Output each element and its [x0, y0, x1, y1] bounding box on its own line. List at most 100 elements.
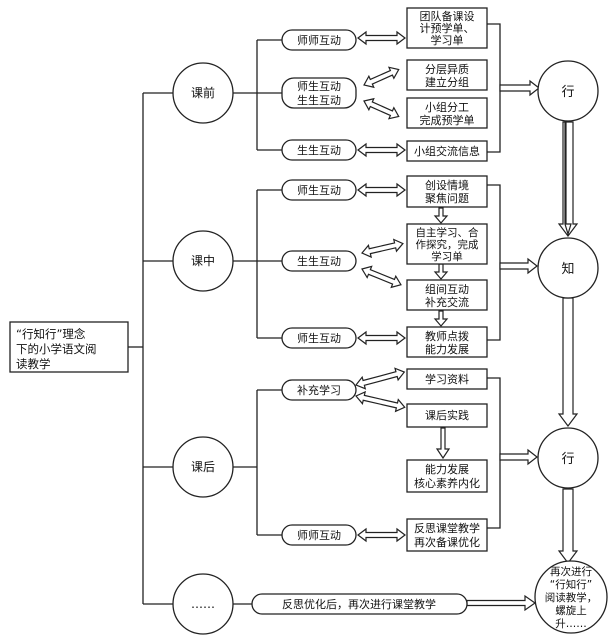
task-before-3 [406, 97, 488, 129]
task-after-3-line1: 能力发展 [425, 462, 469, 476]
task-during-2-line1: 自主学习、合 [416, 226, 479, 239]
task-during-4 [406, 326, 488, 358]
task-before-1-line3: 学习单 [431, 33, 464, 47]
arrow-double-diag [363, 97, 400, 120]
task-before-1 [406, 7, 488, 49]
phase-etc-label: …… [191, 597, 215, 611]
pill-before-teacher-teacher [281, 29, 357, 51]
pill-after-supplement-label: 补充学习 [297, 383, 341, 397]
arrow-right [499, 448, 538, 466]
task-before-4 [406, 140, 488, 162]
task-during-2 [406, 223, 488, 265]
phase-after: 课后 [172, 436, 234, 498]
cycle-xing-2: 行 [537, 427, 599, 489]
cycle-final: 再次进行 “行知行” 阅读教学， 螺旋上 升…… [534, 560, 608, 634]
task-during-1-line2: 聚焦问题 [425, 192, 469, 205]
phase-during: 课中 [172, 230, 234, 292]
cycle-zhi: 知 [537, 237, 599, 299]
arrow-right [499, 79, 540, 97]
task-after-1-line1: 学习资料 [425, 372, 469, 386]
task-after-3-line2: 核心素养内化 [414, 476, 480, 490]
task-after-3 [406, 459, 488, 493]
task-before-2-line1: 分层异质 [425, 63, 469, 76]
phase-etc: …… [172, 573, 234, 635]
cycle-xing-2-label: 行 [561, 452, 574, 467]
task-during-2-line2: 作探究，完成 [416, 238, 479, 251]
task-during-3-line1: 组间互动 [425, 282, 469, 296]
pill-after-teacher-teacher-label: 师师互动 [297, 529, 341, 542]
arrow-double-diag [361, 238, 404, 259]
task-after-4 [406, 518, 488, 552]
task-during-4-line1: 教师点拨 [425, 329, 469, 343]
pill-etc-text [251, 593, 468, 615]
arrow-down [557, 488, 579, 564]
task-before-2-line2: 建立分组 [425, 75, 469, 89]
pill-during-teacher-student-1 [281, 179, 357, 201]
arrow-right [499, 257, 538, 275]
arrow-down [435, 427, 451, 460]
task-after-1 [406, 368, 488, 390]
cycle-final-line2: “行知行” [550, 578, 592, 591]
connector-lines [128, 23, 501, 605]
cycle-xing-1-label: 行 [561, 85, 574, 100]
root-box [9, 321, 129, 373]
arrow-double-diag [361, 265, 402, 289]
phase-after-label: 课后 [191, 460, 215, 474]
cycle-final-line3: 阅读教学， [545, 591, 598, 604]
arrow-double [357, 142, 406, 158]
arrow-down [557, 297, 579, 427]
pill-before-student-student-label: 生生互动 [297, 143, 341, 157]
cycle-xing-1: 行 [537, 60, 599, 122]
pill-before-teacher-student-line1: 师生互动 [297, 79, 341, 93]
pill-during-student-student-label: 生生互动 [297, 254, 341, 268]
root-label-line2: 下的小学语文阅 [16, 342, 97, 356]
task-before-4-line1: 小组交流信息 [414, 144, 480, 158]
arrow-double [357, 527, 406, 543]
task-during-1 [406, 175, 488, 208]
task-before-1-line1: 团队备课设 [420, 9, 475, 23]
cycle-final-line1: 再次进行 [550, 565, 592, 578]
task-before-1-line2: 计预学单、 [420, 21, 475, 35]
phase-before: 课前 [172, 62, 234, 124]
phase-during-label: 课中 [191, 253, 215, 268]
pill-before-teacher-student-line2: 生生互动 [297, 93, 341, 107]
cycle-final-line4: 螺旋上 [555, 604, 587, 617]
pill-during-teacher-student-1-label: 师生互动 [297, 183, 341, 197]
task-during-3-line2: 补充交流 [425, 295, 469, 309]
arrow-down [557, 121, 579, 237]
pill-during-student-student [281, 250, 357, 272]
task-before-2 [406, 59, 488, 91]
task-after-2 [406, 403, 488, 428]
task-before-3-line2: 完成预学单 [420, 113, 475, 127]
arrow-right [466, 594, 537, 612]
pill-etc-text-label: 反思优化后，再次进行课堂教学 [282, 597, 436, 611]
arrow-double [357, 182, 406, 198]
arrow-double-diag [355, 390, 406, 413]
task-during-2-line3: 学习单 [431, 250, 463, 263]
task-during-1-line1: 创设情境 [425, 178, 469, 192]
arrow-double-diag [363, 66, 400, 89]
pill-before-student-student [281, 139, 357, 161]
pill-after-supplement [281, 379, 357, 401]
task-before-3-line1: 小组分工 [425, 100, 469, 114]
arrow-double-diag [355, 367, 406, 390]
task-during-4-line2: 能力发展 [425, 342, 469, 356]
phase-before-label: 课前 [191, 85, 215, 100]
task-during-3 [406, 279, 488, 311]
arrow-double [357, 30, 406, 46]
task-after-4-line1: 反思课堂教学 [414, 521, 480, 535]
arrow-down [433, 207, 449, 224]
cycle-final-line5: 升…… [555, 618, 587, 630]
arrow-down [433, 263, 449, 280]
cycle-zhi-label: 知 [561, 261, 574, 277]
root-label-line1: “行知行”理念 [16, 327, 86, 341]
arrows [355, 30, 579, 612]
task-after-4-line2: 再次备课优化 [414, 535, 480, 549]
pill-before-teacher-teacher-label: 师师互动 [297, 34, 341, 47]
task-after-2-line1: 课后实践 [425, 408, 469, 422]
pill-after-teacher-teacher [281, 524, 357, 546]
arrow-double [357, 330, 406, 346]
pill-during-teacher-student-2 [281, 327, 357, 349]
arrow-down [433, 310, 449, 327]
